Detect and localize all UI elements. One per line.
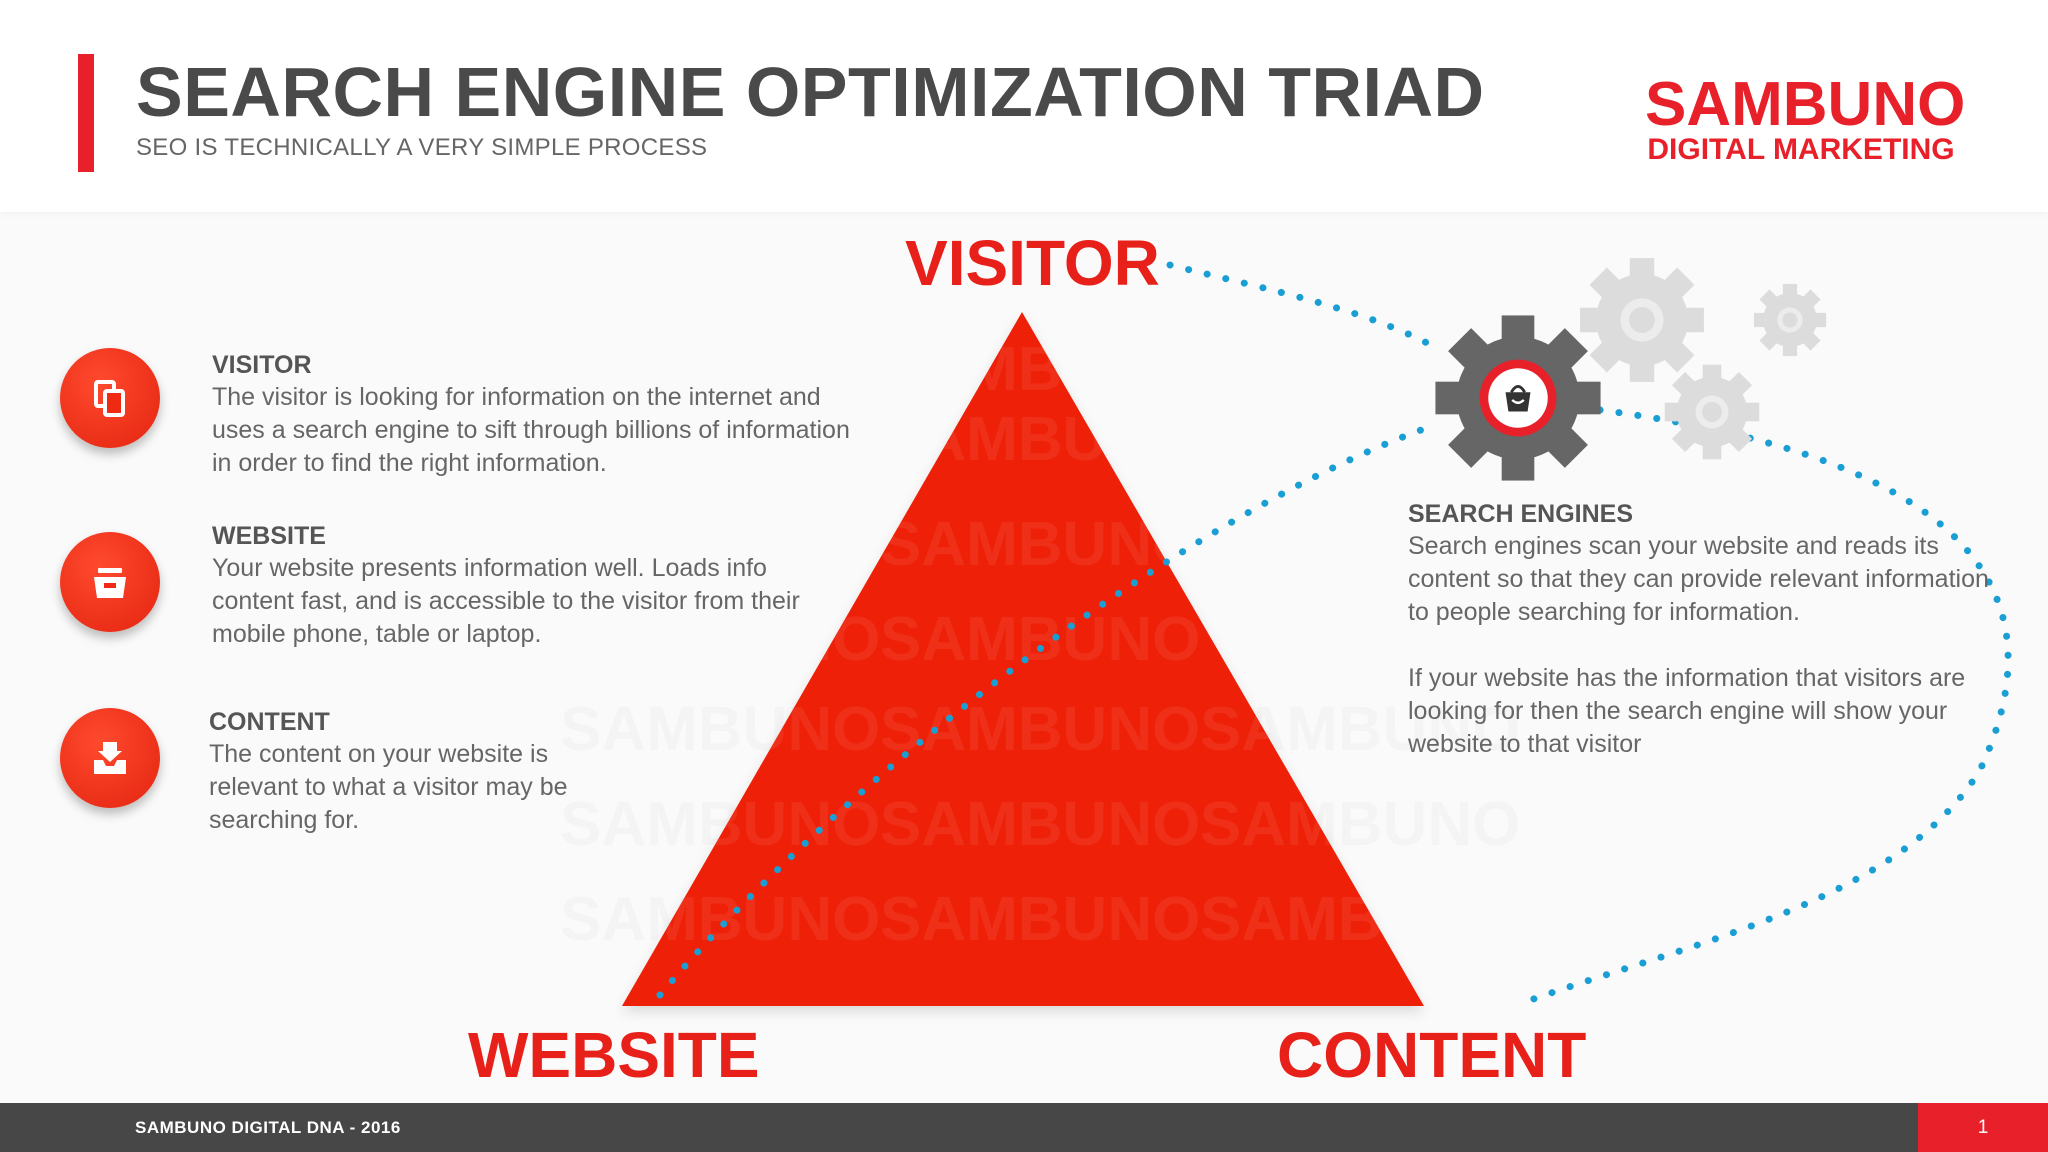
watermark-text: SAMBUNO [880,405,1200,474]
watermark-text: SAMBUNO [880,695,1200,764]
triad-diagram: SAMBUNO SAMBUNO SAMBUNO SAMBUNO SAMBUNO … [622,258,2012,1006]
item-title-visitor: VISITOR [212,351,312,379]
triad-label-website: WEBSITE [468,1019,760,1091]
dotted-connector-visitor-to-gear [1166,261,1444,354]
gear-icon-light-large [1580,258,1704,382]
item-title-content: CONTENT [209,708,330,736]
watermark-text: SAMBUNO [880,335,1200,404]
devices-icon [60,348,160,448]
watermark-text: SAMBUNO [880,885,1200,954]
item-desc-website: Your website presents information well. … [212,554,800,648]
page-title: SEARCH ENGINE OPTIMIZATION TRIAD [136,53,1485,131]
search-engines-desc-1: Search engines scan your website and rea… [1408,532,1989,626]
gear-icon-light-medium [1664,364,1760,460]
item-title-website: WEBSITE [212,522,326,550]
brand-logo-tagline: DIGITAL MARKETING [1647,133,1955,166]
page-subtitle: SEO IS TECHNICALLY A VERY SIMPLE PROCESS [136,134,708,161]
archive-box-icon [60,532,160,632]
triad-label-visitor: VISITOR [905,227,1160,299]
dotted-connector-website-to-gear [656,421,1439,999]
brand-logo-name: SAMBUNO [1645,70,1966,139]
item-desc-visitor: The visitor is looking for information o… [212,383,850,477]
header: SEARCH ENGINE OPTIMIZATION TRIAD SEO IS … [0,0,2048,212]
watermark-text: SAMBUNO [880,790,1200,859]
title-accent-bar [78,54,94,172]
search-engines-desc-2: If your website has the information that… [1408,664,1966,758]
watermark-text: SAMBUNO [880,605,1200,674]
page-number: 1 [1977,1117,1989,1138]
footer: SAMBUNO DIGITAL DNA - 2016 1 [0,1103,2048,1152]
watermark-text: SAMBUNO [880,510,1200,579]
item-desc-content: The content on your website is relevant … [209,740,568,834]
watermark-text: SAMBUNO [1200,885,1520,954]
search-engine-gear-icon [1435,315,1601,481]
footer-text: SAMBUNO DIGITAL DNA - 2016 [135,1118,401,1137]
download-tray-icon [60,708,160,808]
search-engines-title: SEARCH ENGINES [1408,500,1634,528]
gear-icon-light-small [1753,283,1827,357]
triad-label-content: CONTENT [1277,1019,1587,1091]
page-number-box: 1 [1918,1103,2048,1152]
